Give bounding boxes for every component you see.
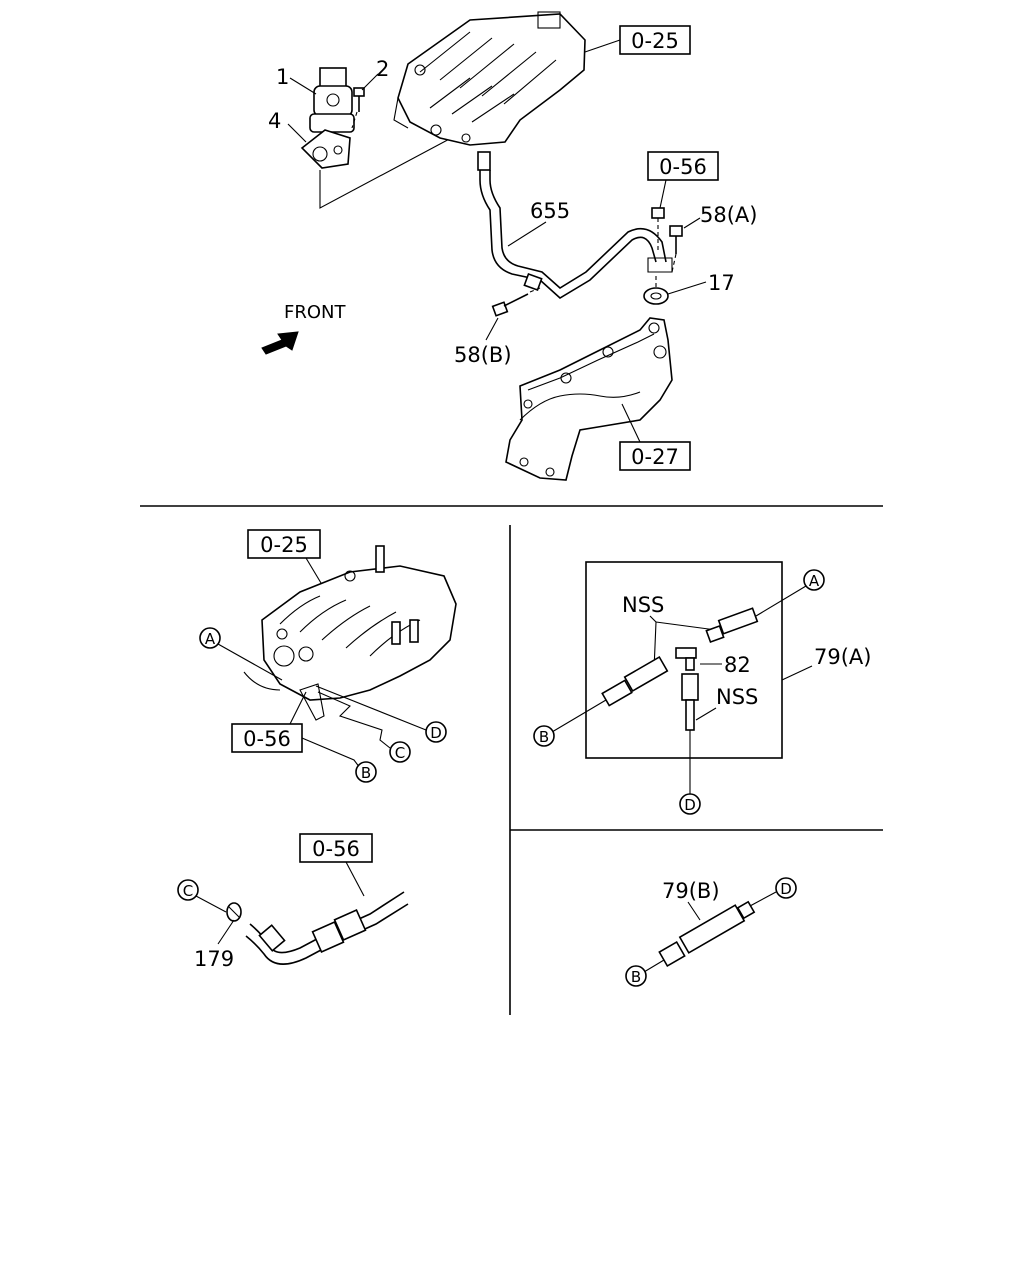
ref-label-056-top: 0-56: [659, 155, 707, 179]
label-nss-2: NSS: [716, 685, 758, 709]
label-part-82: 82: [724, 653, 751, 677]
connector-c-bot-label: C: [183, 882, 193, 900]
label-part-58b: 58(B): [454, 343, 512, 367]
bolt-58b: [491, 293, 529, 317]
connector-c-mid-label: C: [395, 744, 405, 762]
gasket-17: [643, 287, 669, 305]
connector-d-mid-label: D: [430, 724, 442, 742]
fitting-82: [675, 647, 697, 671]
front-label: FRONT: [284, 302, 346, 323]
label-part-17: 17: [708, 271, 735, 295]
connector-d-right: [679, 793, 701, 815]
label-part-655: 655: [530, 199, 570, 223]
connector-a-mid-label: A: [205, 630, 216, 648]
kit-79a-frame: [585, 561, 783, 759]
hose-056: [245, 891, 409, 965]
hose-a: [705, 607, 759, 644]
label-part-1: 1: [276, 65, 289, 89]
egr-gasket: [300, 129, 351, 169]
connector-a-right-label: A: [809, 572, 820, 590]
hose-79b: [658, 900, 756, 968]
hose-b: [601, 655, 669, 707]
ref-box-056-top: [647, 151, 719, 181]
exhaust-manifold: [505, 317, 673, 481]
hose-d: [681, 673, 699, 731]
connector-d-bot: [775, 877, 797, 899]
connector-b-bot-label: B: [631, 968, 641, 986]
label-part-79a: 79(A): [814, 645, 871, 669]
ref-box-027: [619, 441, 691, 471]
ref-box-025-mid: [247, 529, 321, 559]
clip-179: [226, 902, 242, 922]
ref-label-025-top: 0-25: [631, 29, 679, 53]
nut-056: [651, 207, 665, 219]
bolt-2: [353, 87, 365, 112]
label-part-4: 4: [268, 109, 281, 133]
connector-d-right-label: D: [684, 796, 696, 814]
label-nss-1: NSS: [622, 593, 664, 617]
ref-label-056-bot: 0-56: [312, 837, 360, 861]
connector-c-mid: [389, 741, 411, 763]
connector-a-right: [803, 569, 825, 591]
ref-box-056-bot: [299, 833, 373, 863]
label-part-79b: 79(B): [662, 879, 720, 903]
label-part-2: 2: [376, 57, 389, 81]
connector-d-mid: [425, 721, 447, 743]
intake-manifold-top: [393, 11, 586, 146]
connector-b-mid: [355, 761, 377, 783]
connector-b-mid-label: B: [361, 764, 371, 782]
egr-pipe: [477, 151, 673, 299]
ref-box-025-top: [619, 25, 691, 55]
connector-b-right-label: B: [539, 728, 549, 746]
egr-valve: [309, 67, 355, 133]
connector-c-bot: [177, 879, 199, 901]
ref-box-056-mid: [231, 723, 303, 753]
label-part-58a: 58(A): [700, 203, 757, 227]
intake-manifold-mid: [243, 545, 457, 721]
label-part-179: 179: [194, 947, 234, 971]
ref-label-025-mid: 0-25: [260, 533, 308, 557]
bolt-58a: [669, 225, 683, 254]
connector-d-bot-label: D: [780, 880, 792, 898]
connector-b-bot: [625, 965, 647, 987]
connector-a-mid: [199, 627, 221, 649]
front-arrow-icon: [261, 331, 299, 355]
ref-label-056-mid: 0-56: [243, 727, 291, 751]
ref-label-027: 0-27: [631, 445, 679, 469]
connector-b-right: [533, 725, 555, 747]
